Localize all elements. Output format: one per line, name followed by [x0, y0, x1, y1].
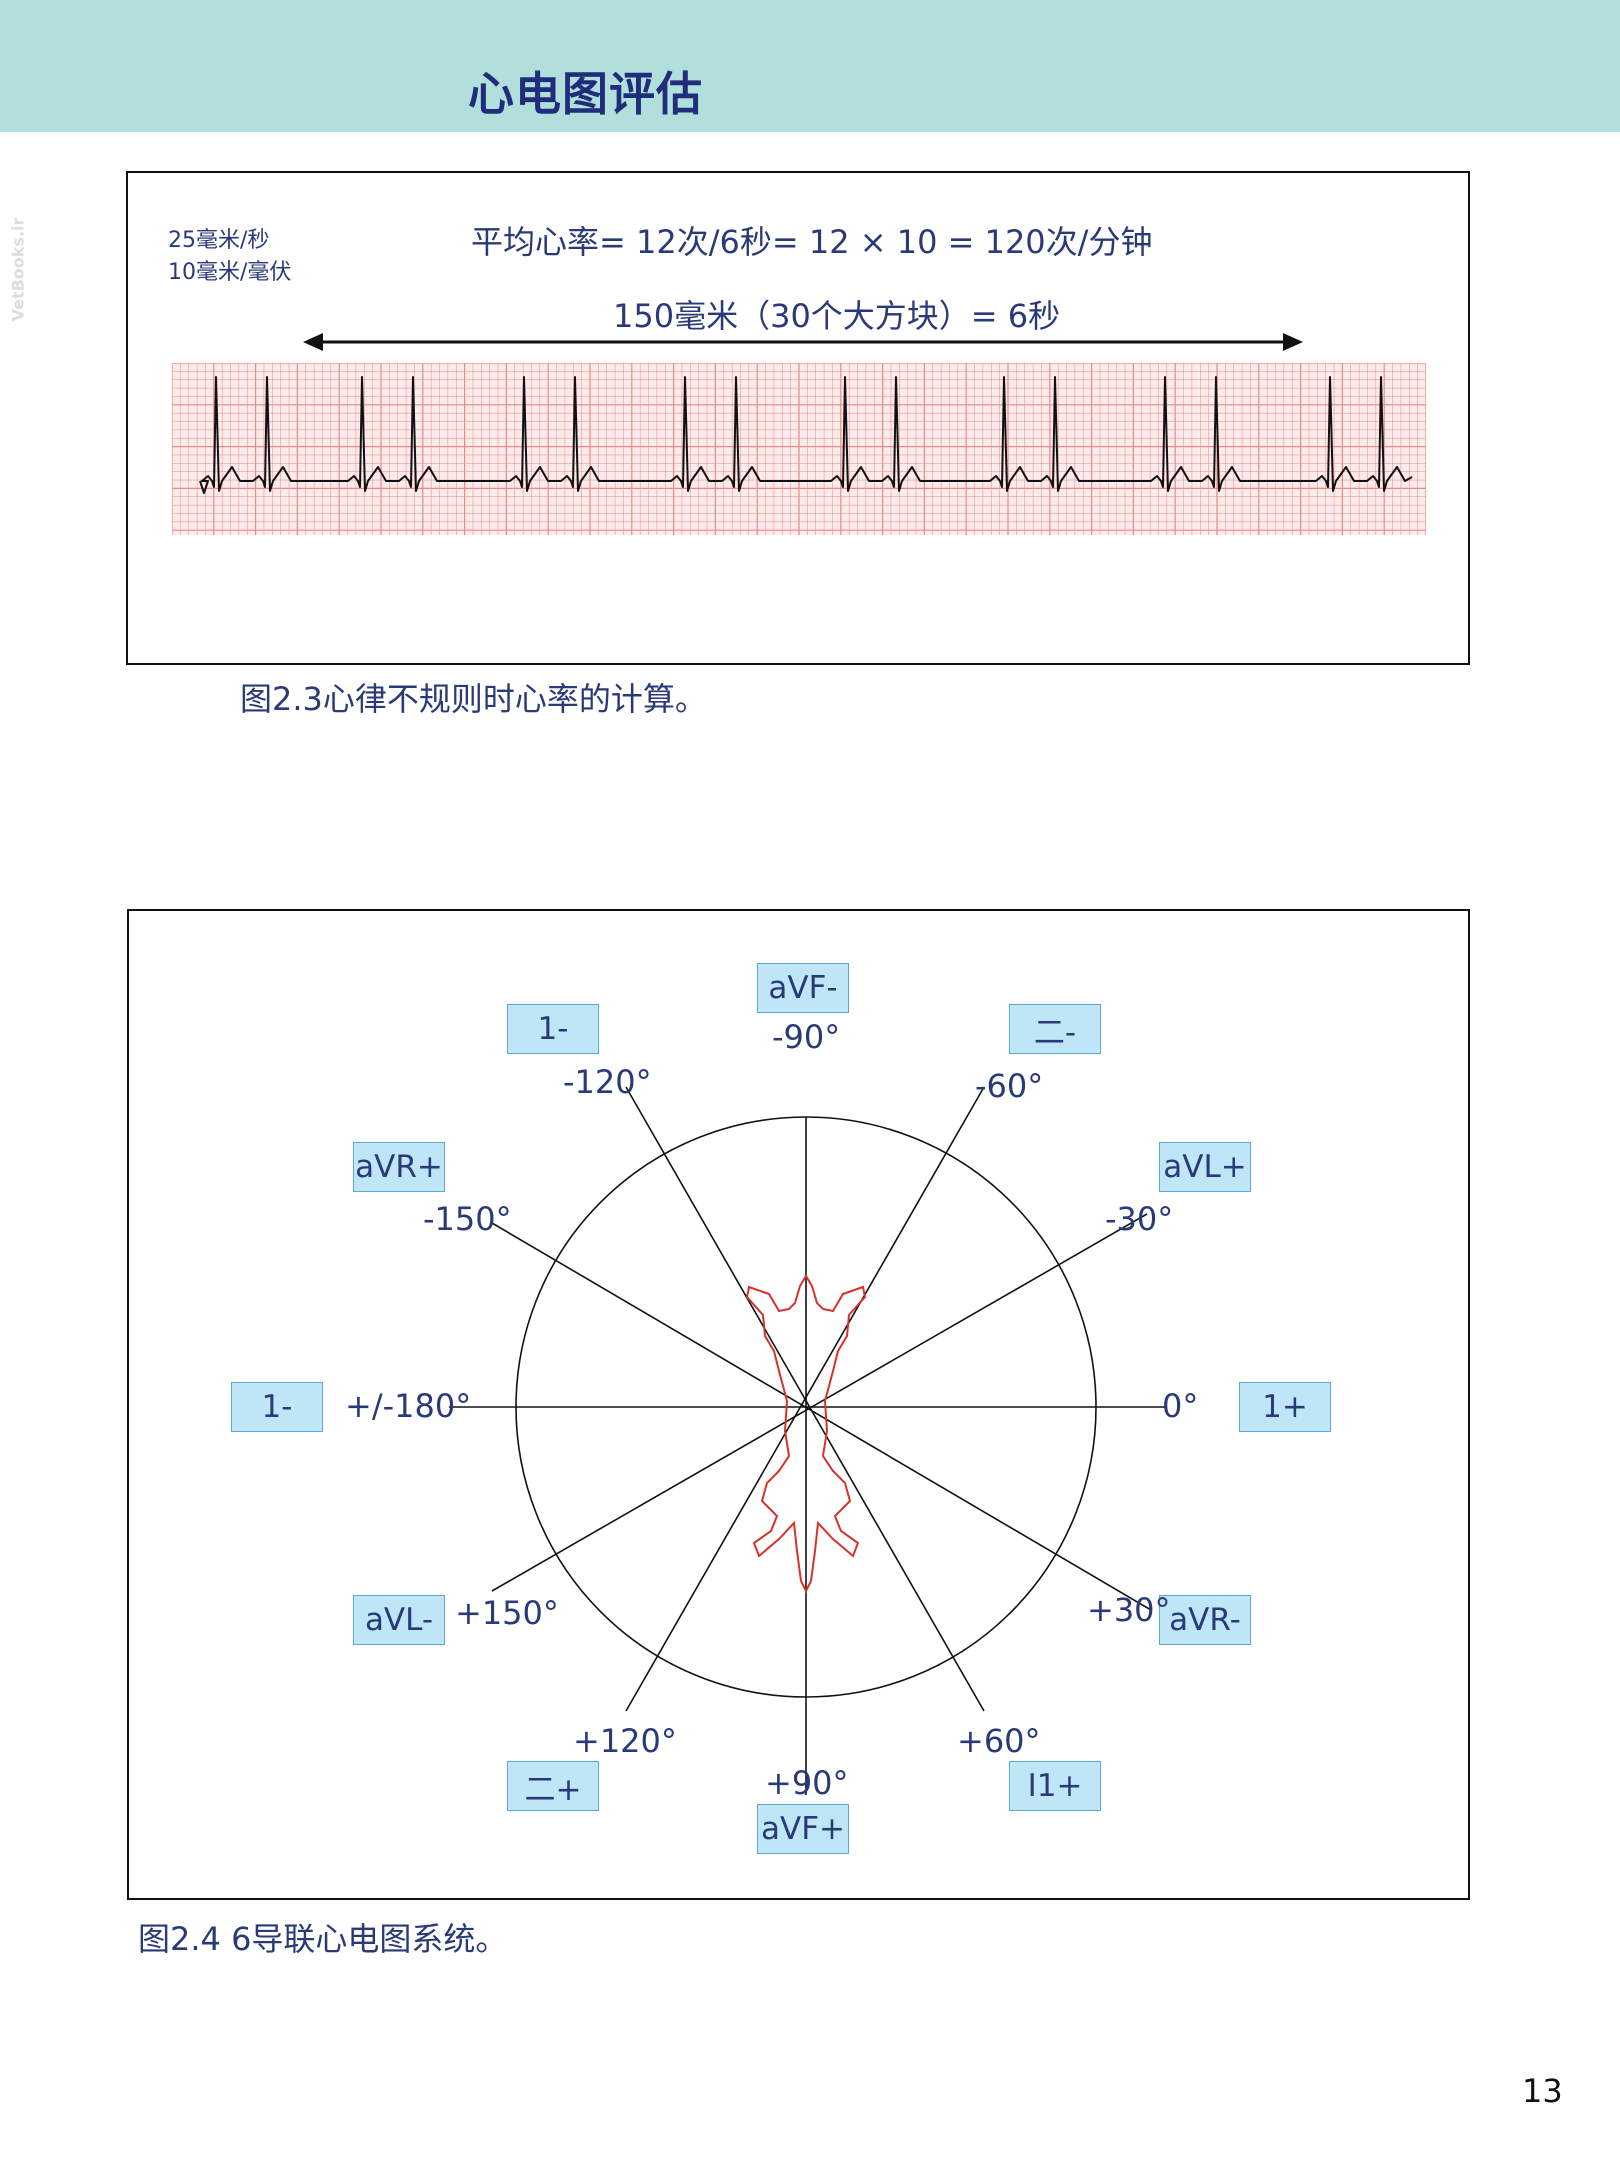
degree-minus-90: -90° [772, 1018, 841, 1056]
page-title: 心电图评估 [468, 67, 703, 121]
degree-plus-60: +60° [957, 1722, 1041, 1760]
heart-rate-formula: 平均心率= 12次/6秒= 12 × 10 = 120次/分钟 [471, 223, 1153, 261]
ecg-trace [199, 376, 1413, 494]
sensitivity: 10毫米/毫伏 [168, 260, 292, 285]
hexaxial-lines [449, 1086, 1165, 1795]
degree-0: 0° [1162, 1387, 1199, 1425]
lead-i-plus: 1+ [1239, 1382, 1331, 1432]
degree-plus-150: +150° [455, 1594, 559, 1632]
lead-avr-minus: aVR- [1159, 1595, 1251, 1645]
axis-line-30 [491, 1213, 1148, 1592]
degree-plus-30: +30° [1087, 1591, 1171, 1629]
figure-2-4: aVF- 1- 二- aVR+ aVL+ 1- 1+ aVL- aVR- 二+ … [127, 909, 1470, 1900]
degree-minus-120: -120° [563, 1063, 652, 1101]
ecg-settings: 25毫米/秒 10毫米/毫伏 [168, 225, 291, 289]
paper-speed: 25毫米/秒 [168, 228, 270, 253]
lead-avf-minus: aVF- [757, 963, 849, 1013]
lead-avf-plus: aVF+ [757, 1804, 849, 1854]
span-label: 150毫米（30个大方块）= 6秒 [613, 297, 1061, 335]
lead-avr-plus: aVR+ [353, 1142, 445, 1192]
lead-ii-plus: 二+ [507, 1761, 599, 1811]
page-header: 心电图评估 [0, 0, 1620, 132]
figure-2-3-caption: 图2.3心律不规则时心率的计算。 [240, 680, 707, 718]
lead-avl-minus: aVL- [353, 1595, 445, 1645]
degree-plus-90: +90° [765, 1764, 849, 1802]
page-number: 13 [1522, 2072, 1563, 2110]
figure-2-3: 25毫米/秒 10毫米/毫伏 平均心率= 12次/6秒= 12 × 10 = 1… [126, 171, 1470, 665]
dog-outline-icon [745, 1274, 867, 1594]
hexaxial-diagram [449, 1086, 1165, 1795]
degree-180: +/-180° [345, 1387, 472, 1425]
axis-line-120 [625, 1086, 985, 1712]
double-arrow-icon [303, 333, 1303, 351]
degree-plus-120: +120° [573, 1722, 677, 1760]
lead-iii-plus: I1+ [1009, 1761, 1101, 1811]
lead-ii-minus: 二- [1009, 1004, 1101, 1054]
axis-line-150 [491, 1222, 1152, 1611]
lead-iii-minus: 1- [507, 1004, 599, 1054]
degree-minus-150: -150° [423, 1200, 512, 1238]
lead-i-minus: 1- [231, 1382, 323, 1432]
degree-minus-30: -30° [1105, 1200, 1174, 1238]
lead-avl-plus: aVL+ [1159, 1142, 1251, 1192]
ecg-strip [172, 363, 1426, 535]
figure-2-4-caption: 图2.4 6导联心电图系统。 [138, 1920, 508, 1958]
degree-minus-60: -60° [975, 1067, 1044, 1105]
watermark: VetBooks.ir [8, 217, 28, 322]
